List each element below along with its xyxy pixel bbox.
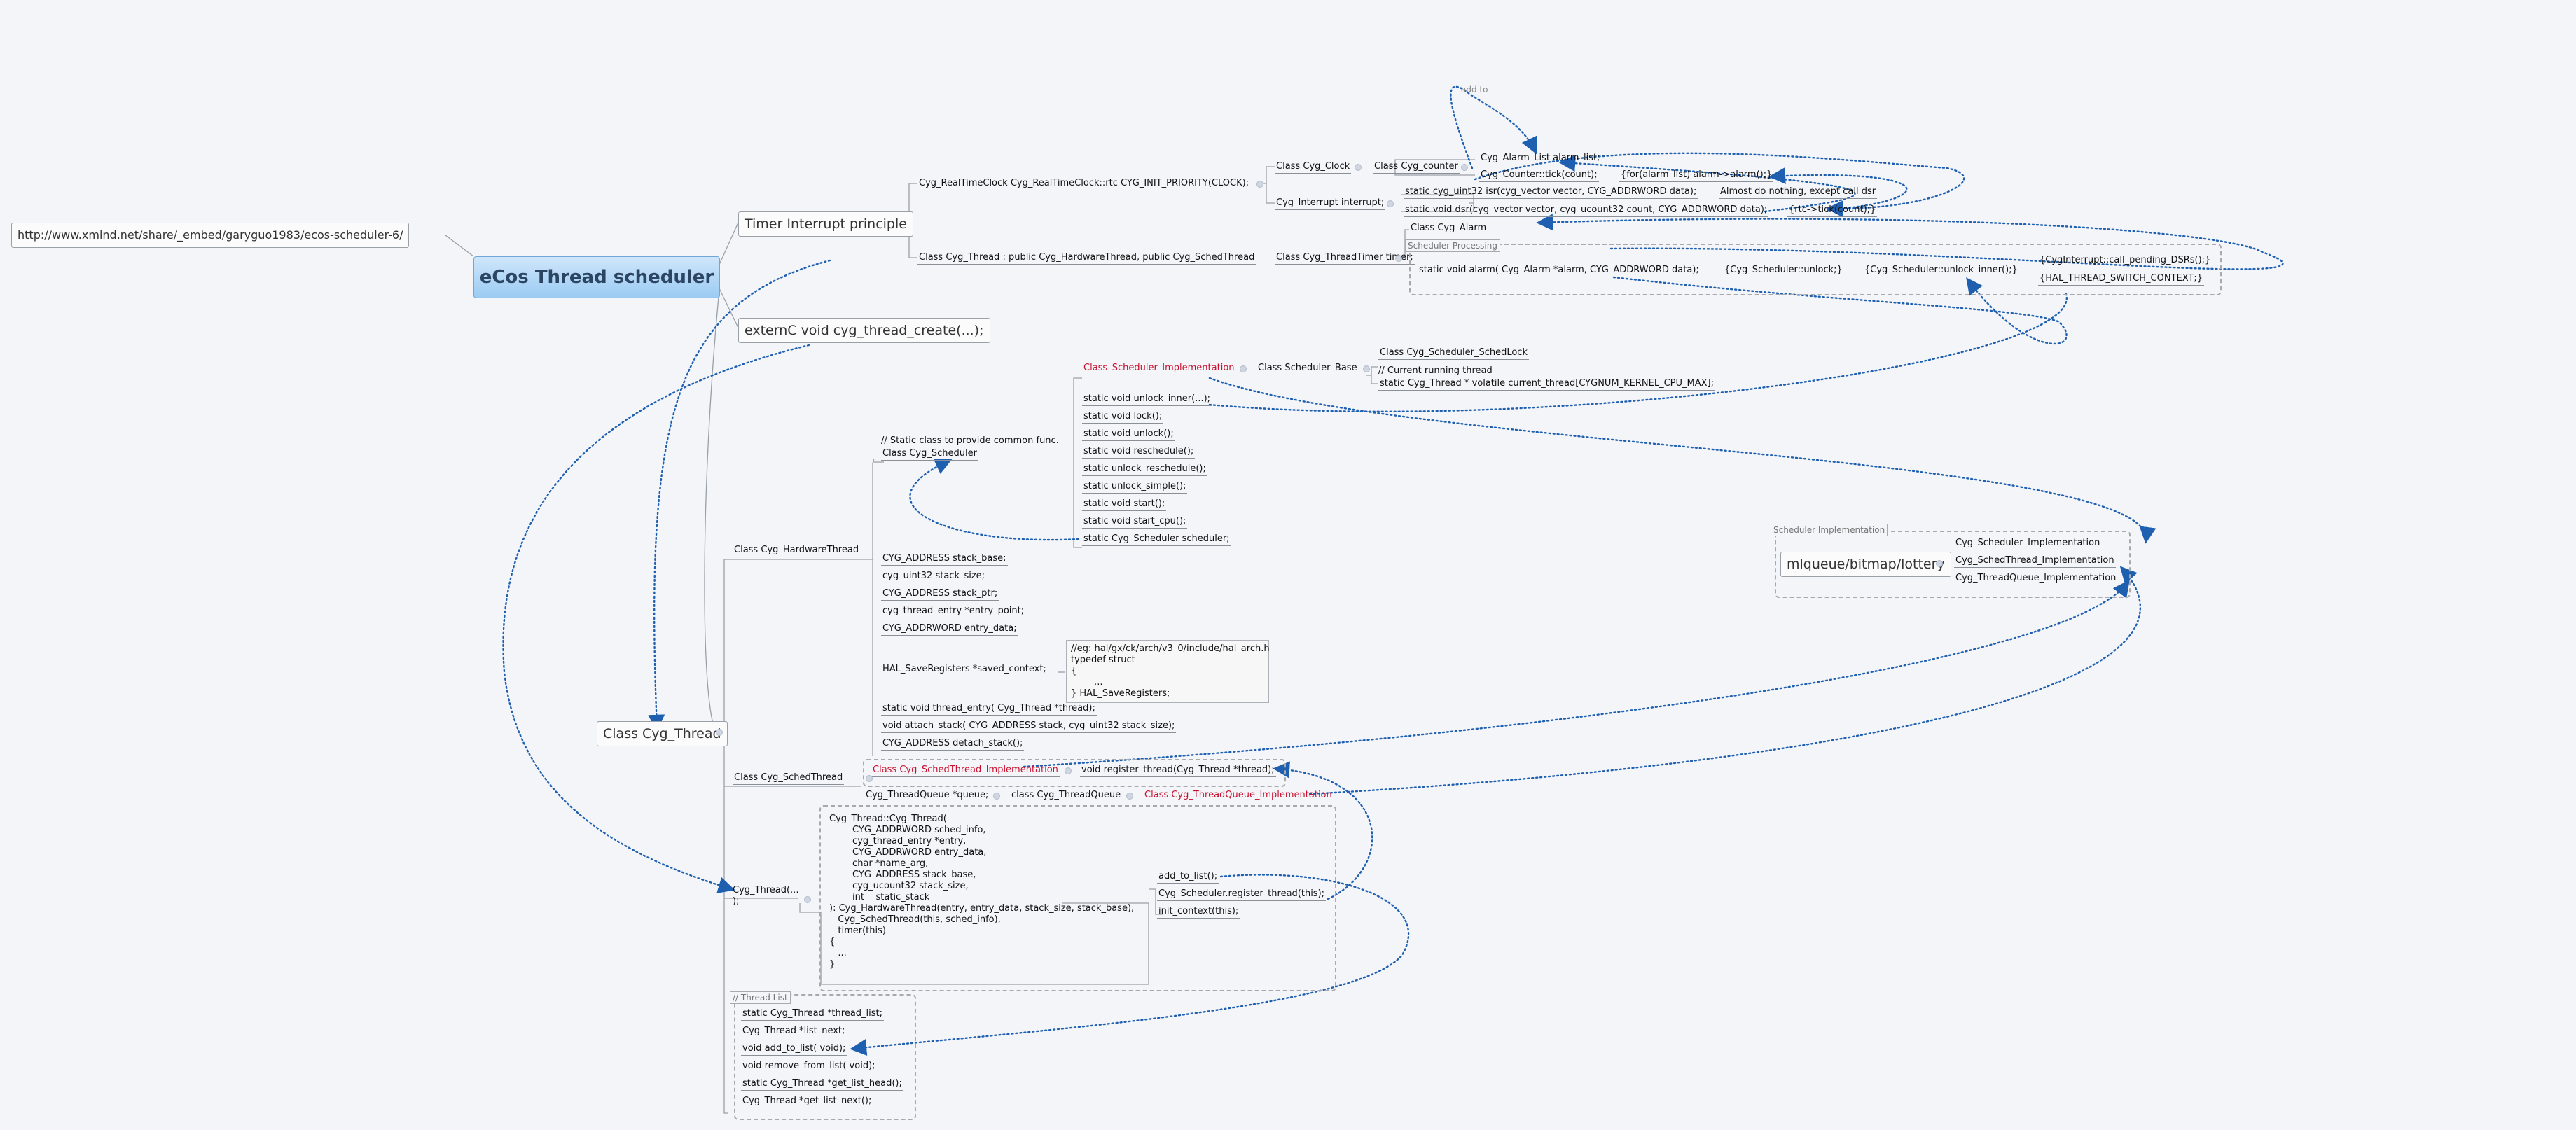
constructor-call[interactable]: Cyg_Scheduler.register_thread(this); (1157, 888, 1327, 901)
node-register-thread[interactable]: void register_thread(Cyg_Thread *thread)… (1080, 765, 1276, 777)
node-class-threadqueue[interactable]: class Cyg_ThreadQueue (1010, 790, 1123, 802)
scheduler-function[interactable]: static void start_cpu(); (1082, 516, 1188, 529)
node-static-comment: // Static class to provide common func. (881, 435, 1059, 446)
scheduler-function[interactable]: static void start(); (1082, 498, 1167, 511)
node-rtc[interactable]: Cyg_RealTimeClock Cyg_RealTimeClock::rtc… (917, 178, 1251, 190)
node-pending-dsrs[interactable]: {CygInterrupt::call_pending_DSRs();} (2038, 255, 2213, 267)
collapse-dot[interactable] (1355, 164, 1362, 171)
node-dsr[interactable]: static void dsr(cyg_vector vector, cyg_u… (1404, 204, 1769, 217)
collapse-dot[interactable] (1461, 164, 1468, 171)
node-sched-unlock[interactable]: {Cyg_Scheduler::unlock;} (1723, 265, 1844, 277)
scheduler-function[interactable]: static Cyg_Scheduler scheduler; (1082, 533, 1231, 546)
collapse-dot[interactable] (1240, 365, 1247, 372)
scheduler-impl-item[interactable]: Cyg_ThreadQueue_Implementation (1954, 573, 2118, 585)
central-topic[interactable]: eCos Thread scheduler (473, 256, 720, 298)
collapse-dot[interactable] (866, 775, 873, 782)
collapse-dot[interactable] (1363, 365, 1370, 372)
node-current-thread[interactable]: static Cyg_Thread * volatile current_thr… (1378, 378, 1715, 391)
node-class-scheduler[interactable]: Class Cyg_Scheduler (881, 448, 978, 461)
scheduler-processing-label: Scheduler Processing (1405, 239, 1500, 252)
collapse-dot[interactable] (1256, 181, 1263, 188)
node-hardware-thread[interactable]: Class Cyg_HardwareThread (733, 545, 861, 557)
collapse-dot[interactable] (1126, 793, 1133, 800)
node-threadqueue-impl[interactable]: Class Cyg_ThreadQueue_Implementation (1143, 790, 1334, 802)
hardware-field[interactable]: CYG_ADDRESS stack_ptr; (881, 588, 999, 601)
node-sched-unlock-inner[interactable]: {Cyg_Scheduler::unlock_inner();} (1863, 265, 2019, 277)
thread-list-item[interactable]: static Cyg_Thread *thread_list; (741, 1008, 885, 1021)
scheduler-impl-item[interactable]: Cyg_Scheduler_Implementation (1954, 538, 2102, 550)
collapse-dot[interactable] (1065, 767, 1072, 774)
collapse-dot[interactable] (993, 793, 1000, 800)
label-add-to: add to (1461, 85, 1488, 95)
topic-class-thread[interactable]: Class Cyg_Thread (597, 721, 728, 746)
node-scheduler-base[interactable]: Class Scheduler_Base (1256, 363, 1359, 375)
collapse-dot[interactable] (1936, 560, 1943, 567)
topic-thread-create[interactable]: externC void cyg_thread_create(...); (738, 318, 990, 343)
thread-list-item[interactable]: void add_to_list( void); (741, 1043, 847, 1056)
hardware-field[interactable]: CYG_ADDRWORD entry_data; (881, 623, 1018, 636)
constructor-group (819, 805, 1336, 991)
topic-timer-interrupt[interactable]: Timer Interrupt principle (738, 211, 913, 237)
collapse-dot[interactable] (1395, 255, 1402, 262)
constructor-call[interactable]: init_context(this); (1157, 906, 1240, 919)
node-queue[interactable]: Cyg_ThreadQueue *queue; (864, 790, 990, 802)
scheduler-function[interactable]: static void unlock_inner(...); (1082, 393, 1212, 406)
constructor-code: Cyg_Thread::Cyg_Thread( CYG_ADDRWORD sch… (829, 814, 1135, 970)
node-thread-constructor[interactable]: Cyg_Thread(... ); (733, 885, 799, 907)
collapse-dot[interactable] (804, 896, 811, 903)
node-class-clock[interactable]: Class Cyg_Clock (1275, 161, 1352, 174)
sched-thread-impl-group (863, 759, 1286, 787)
scheduler-impl-group (1775, 531, 2131, 598)
node-thread-timer[interactable]: Class Cyg_ThreadTimer timer; (1275, 252, 1415, 265)
node-sched-thread[interactable]: Class Cyg_SchedThread (733, 772, 845, 785)
node-isr-note[interactable]: Almost do nothing, except call dsr (1719, 186, 1878, 199)
node-current-comment: // Current running thread (1378, 365, 1493, 376)
node-switch-context[interactable]: {HAL_THREAD_SWITCH_CONTEXT;} (2038, 273, 2204, 286)
hardware-method[interactable]: void attach_stack( CYG_ADDRESS stack, cy… (881, 720, 1177, 733)
thread-list-group (734, 994, 916, 1120)
scheduler-function[interactable]: static void unlock(); (1082, 428, 1175, 441)
hardware-field[interactable]: CYG_ADDRESS stack_base; (881, 553, 1008, 566)
hal-save-registers-code: //eg: hal/gx/ck/arch/v3_0/include/hal_ar… (1066, 640, 1270, 703)
node-static-alarm[interactable]: static void alarm( Cyg_Alarm *alarm, CYG… (1418, 265, 1701, 277)
scheduler-impl-item[interactable]: Cyg_SchedThread_Implementation (1954, 555, 2116, 568)
node-interrupt[interactable]: Cyg_Interrupt interrupt; (1275, 197, 1386, 210)
scheduler-impl-label: Scheduler Implementation (1771, 524, 1888, 536)
node-isr[interactable]: static cyg_uint32 isr(cyg_vector vector,… (1404, 186, 1698, 199)
thread-list-item[interactable]: static Cyg_Thread *get_list_head(); (741, 1078, 903, 1091)
share-url[interactable]: http://www.xmind.net/share/_embed/garygu… (11, 223, 410, 248)
topic-mlqueue[interactable]: mlqueue/bitmap/lottery (1780, 552, 1951, 577)
scheduler-function[interactable]: static unlock_simple(); (1082, 481, 1188, 494)
hardware-field[interactable]: cyg_uint32 stack_size; (881, 571, 987, 583)
hardware-method[interactable]: static void thread_entry( Cyg_Thread *th… (881, 703, 1097, 716)
scheduler-function[interactable]: static void reschedule(); (1082, 446, 1196, 459)
collapse-dot[interactable] (716, 729, 723, 736)
node-counter-tick[interactable]: Cyg_Counter::tick(count); (1479, 169, 1599, 182)
node-schedlock[interactable]: Class Cyg_Scheduler_SchedLock (1378, 347, 1529, 360)
thread-list-item[interactable]: Cyg_Thread *get_list_next(); (741, 1096, 873, 1108)
scheduler-processing-group (1409, 244, 2222, 295)
node-saved-context[interactable]: HAL_SaveRegisters *saved_context; (881, 664, 1048, 676)
node-for-alarm[interactable]: {for(alarm_list) alarm->alarm();} (1619, 169, 1774, 182)
node-rtc-tick[interactable]: {rtc->tick(count);} (1787, 204, 1878, 217)
node-class-alarm[interactable]: Class Cyg_Alarm (1409, 223, 1488, 235)
constructor-call[interactable]: add_to_list(); (1157, 871, 1219, 884)
scheduler-function[interactable]: static unlock_reschedule(); (1082, 463, 1207, 476)
node-alarm-list[interactable]: Cyg_Alarm_List alarm_list; (1479, 153, 1602, 165)
collapse-dot[interactable] (1387, 200, 1394, 207)
node-thread-class[interactable]: Class Cyg_Thread : public Cyg_HardwareTh… (917, 252, 1256, 265)
node-scheduler-impl[interactable]: Class_Scheduler_Implementation (1082, 363, 1236, 375)
thread-list-item[interactable]: Cyg_Thread *list_next; (741, 1026, 847, 1038)
hardware-field[interactable]: cyg_thread_entry *entry_point; (881, 606, 1026, 618)
node-class-counter[interactable]: Class Cyg_counter (1373, 161, 1460, 174)
thread-list-item[interactable]: void remove_from_list( void); (741, 1061, 877, 1073)
thread-list-label: // Thread List (730, 991, 791, 1004)
hardware-method[interactable]: CYG_ADDRESS detach_stack(); (881, 738, 1025, 751)
scheduler-function[interactable]: static void lock(); (1082, 411, 1164, 424)
node-schedthread-impl[interactable]: Class Cyg_SchedThread_Implementation (871, 765, 1060, 777)
